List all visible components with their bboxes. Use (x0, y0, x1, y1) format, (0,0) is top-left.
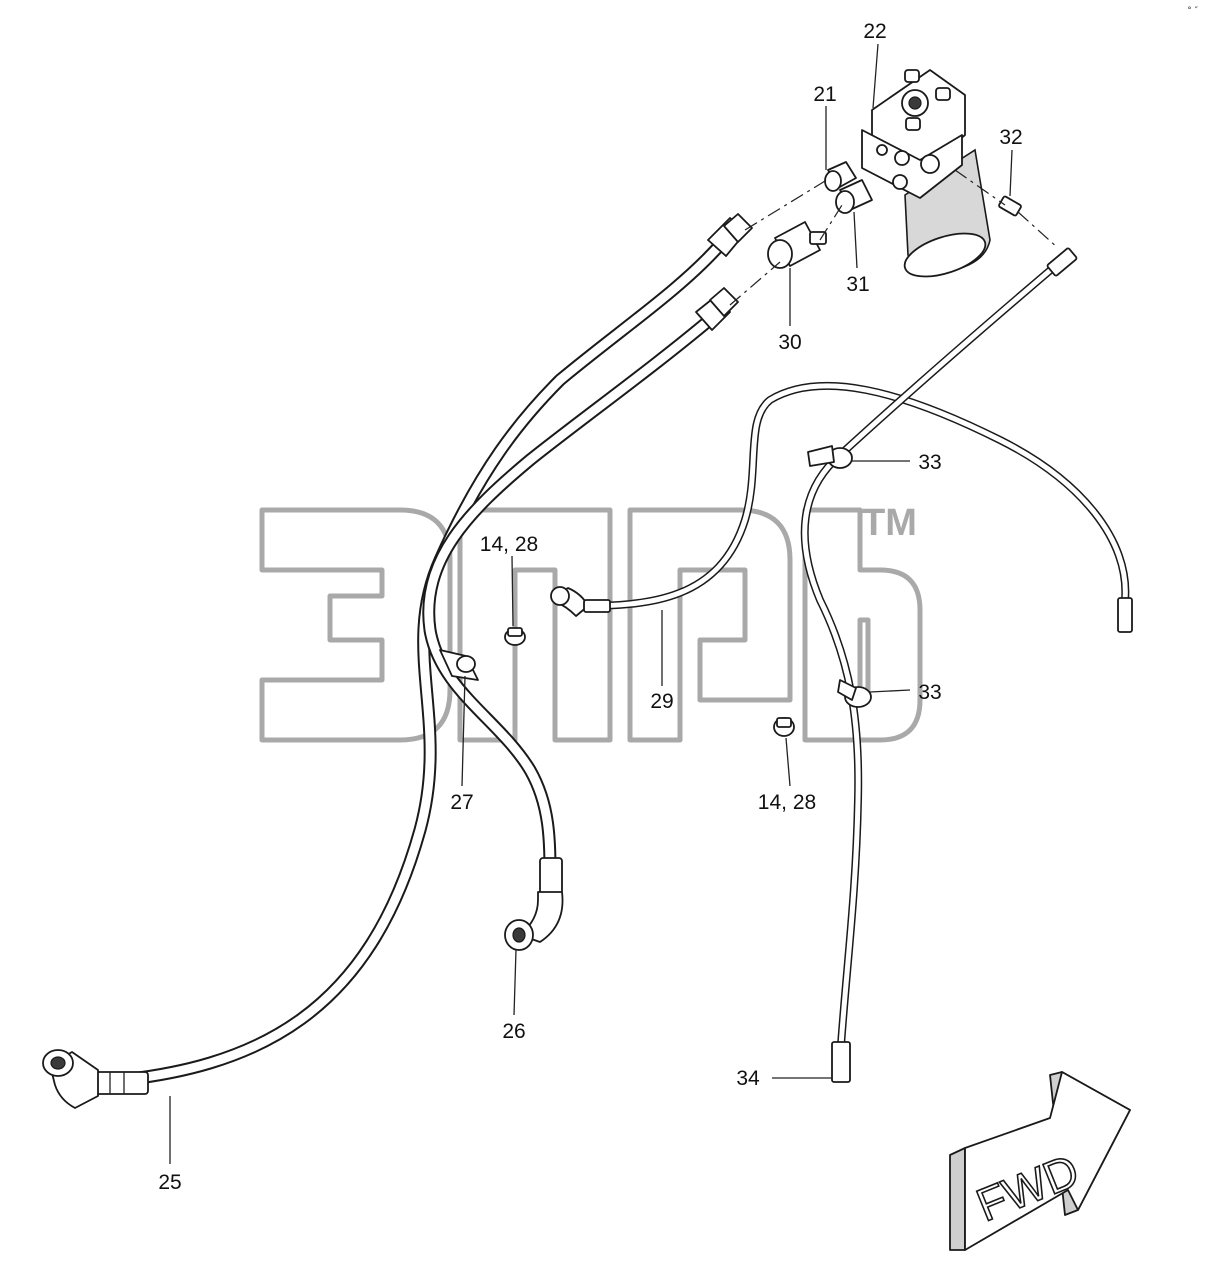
clamp-27 (439, 649, 479, 681)
callout-34: 34 (736, 1067, 760, 1090)
steering-unit-22 (861, 69, 991, 278)
hose-25 (42, 213, 753, 1109)
watermark-logo: TM (259, 502, 923, 743)
callout-33-lower: 33 (918, 681, 941, 704)
bolt-14-28-lower (773, 717, 795, 737)
callout-21: 21 (813, 83, 836, 106)
hose-26 (422, 287, 739, 951)
fitting-30 (767, 221, 827, 269)
clamp-33-upper (807, 445, 853, 469)
hose-34 (800, 247, 1078, 1083)
fitting-32 (998, 195, 1022, 217)
corner-mark: ° ″ (1187, 6, 1198, 16)
watermark-trademark: TM (862, 502, 917, 544)
callout-26: 26 (502, 1020, 525, 1043)
hose-29 (550, 381, 1133, 633)
fwd-direction-arrow: FWD (949, 1071, 1131, 1251)
callout-14-28-upper: 14, 28 (480, 533, 538, 556)
callout-33-upper: 33 (918, 451, 941, 474)
clamp-33-lower (837, 679, 872, 708)
callout-30: 30 (778, 331, 801, 354)
callout-29: 29 (650, 690, 673, 713)
fitting-21 (824, 161, 857, 192)
callout-22: 22 (863, 20, 886, 43)
callout-14-28-lower: 14, 28 (758, 791, 816, 814)
callout-25: 25 (158, 1171, 181, 1194)
callout-32: 32 (999, 126, 1022, 149)
bolt-14-28-upper (504, 627, 526, 646)
callout-27: 27 (450, 791, 473, 814)
fitting-31 (835, 179, 873, 214)
callout-31: 31 (846, 273, 869, 296)
